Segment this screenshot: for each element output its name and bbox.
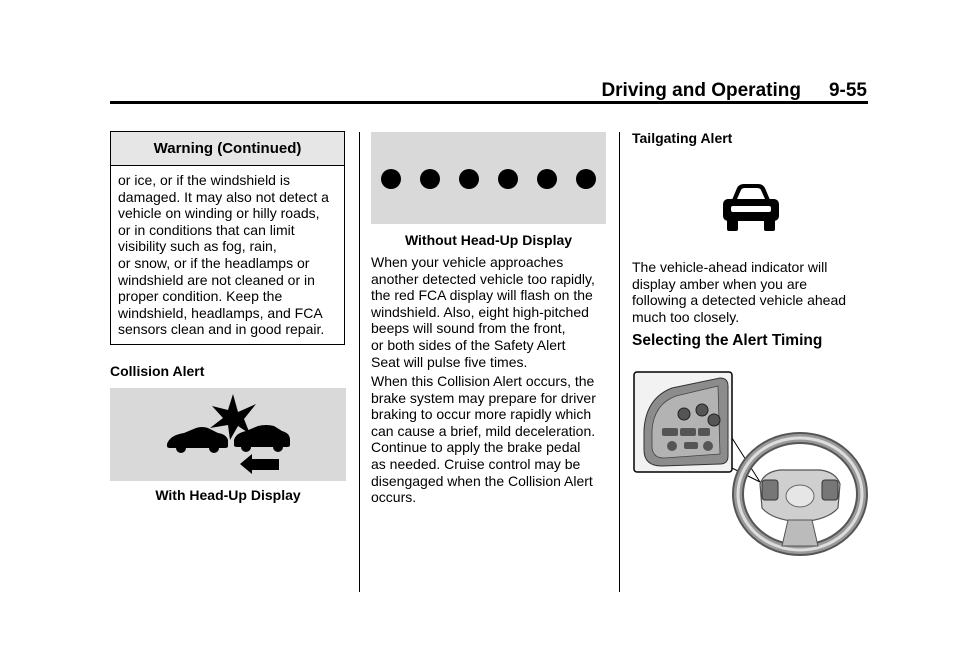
warning-line: damaged. It may also not detect a bbox=[118, 188, 329, 205]
alert-timing-heading: Selecting the Alert Timing bbox=[632, 332, 823, 349]
paragraph-line: can cause a brief, mild deceleration. bbox=[371, 422, 596, 439]
paragraph-line: windshield. Also, eight high-pitched bbox=[371, 303, 589, 320]
warning-line: windshield, headlamps, and FCA bbox=[118, 304, 323, 321]
collision-figure-caption: With Head-Up Display bbox=[155, 487, 301, 503]
fca-dot bbox=[576, 169, 596, 189]
fca-dot bbox=[498, 169, 518, 189]
paragraph-line: occurs. bbox=[371, 489, 417, 506]
warning-title: Warning (Continued) bbox=[111, 132, 344, 166]
header-rule bbox=[110, 101, 868, 104]
fca-dot bbox=[537, 169, 557, 189]
middle-paragraph-2: When this Collision Alert occurs, the br… bbox=[371, 373, 596, 506]
warning-line: windshield are not cleaned or in bbox=[118, 271, 315, 288]
warning-line: proper condition. Keep the bbox=[118, 288, 283, 305]
tailgating-paragraph: The vehicle-ahead indicator will display… bbox=[632, 259, 846, 325]
paragraph-line: brake system may prepare for driver bbox=[371, 389, 596, 406]
paragraph-line: the red FCA display will flash on the bbox=[371, 287, 593, 304]
column-divider-right bbox=[619, 132, 620, 592]
warning-box: Warning (Continued) or ice, or if the wi… bbox=[110, 131, 345, 345]
fca-dot bbox=[459, 169, 479, 189]
warning-body: or ice, or if the windshield is damaged.… bbox=[111, 166, 344, 338]
header-section-title: Driving and Operating bbox=[601, 80, 801, 101]
warning-line: sensors clean and in good repair. bbox=[118, 321, 325, 338]
collision-alert-heading: Collision Alert bbox=[110, 363, 205, 379]
fca-dot bbox=[381, 169, 401, 189]
warning-line: visibility such as fog, rain, bbox=[118, 238, 277, 255]
warning-line: or snow, or if the headlamps or bbox=[118, 254, 310, 271]
vehicle-ahead-figure bbox=[720, 180, 782, 236]
paragraph-line: Seat will pulse five times. bbox=[371, 353, 528, 370]
fca-dots-display bbox=[381, 169, 596, 189]
fca-dot bbox=[420, 169, 440, 189]
paragraph-line: disengaged when the Collision Alert bbox=[371, 472, 593, 489]
steering-wheel-figure bbox=[632, 368, 870, 558]
dots-figure-caption: Without Head-Up Display bbox=[404, 232, 573, 248]
paragraph-line: When this Collision Alert occurs, the bbox=[371, 373, 595, 389]
middle-paragraph-1: When your vehicle approaches another det… bbox=[371, 254, 595, 370]
steering-wheel-controls-illustration bbox=[633, 371, 868, 556]
warning-line: vehicle on winding or hilly roads, bbox=[118, 205, 320, 222]
collision-alert-figure bbox=[110, 388, 346, 481]
paragraph-line: following a detected vehicle ahead bbox=[632, 292, 847, 309]
paragraph-line: as needed. Cruise control may be bbox=[371, 455, 581, 472]
paragraph-line: beeps will sound from the front, bbox=[371, 320, 566, 337]
paragraph-line: much too closely. bbox=[632, 308, 740, 325]
vehicle-ahead-icon bbox=[723, 184, 779, 231]
header-page-number: 9-55 bbox=[828, 80, 867, 101]
collision-alert-icon bbox=[167, 394, 290, 474]
paragraph-line: another detected vehicle too rapidly, bbox=[371, 270, 595, 287]
tailgating-alert-heading: Tailgating Alert bbox=[632, 130, 733, 146]
paragraph-line: display amber when you are bbox=[632, 275, 808, 292]
warning-line: or in conditions that can limit bbox=[118, 221, 295, 238]
paragraph-line: braking to occur more rapidly which bbox=[371, 406, 592, 423]
page-header: Driving and Operating 9-55 bbox=[601, 80, 867, 102]
paragraph-line: or both sides of the Safety Alert bbox=[371, 336, 566, 353]
paragraph-line: The vehicle-ahead indicator will bbox=[632, 259, 828, 275]
paragraph-line: Continue to apply the brake pedal bbox=[371, 439, 581, 456]
column-divider-left bbox=[359, 132, 360, 592]
fca-dots-figure bbox=[371, 132, 606, 224]
warning-line: or ice, or if the windshield is bbox=[118, 172, 290, 188]
paragraph-line: When your vehicle approaches bbox=[371, 254, 564, 270]
